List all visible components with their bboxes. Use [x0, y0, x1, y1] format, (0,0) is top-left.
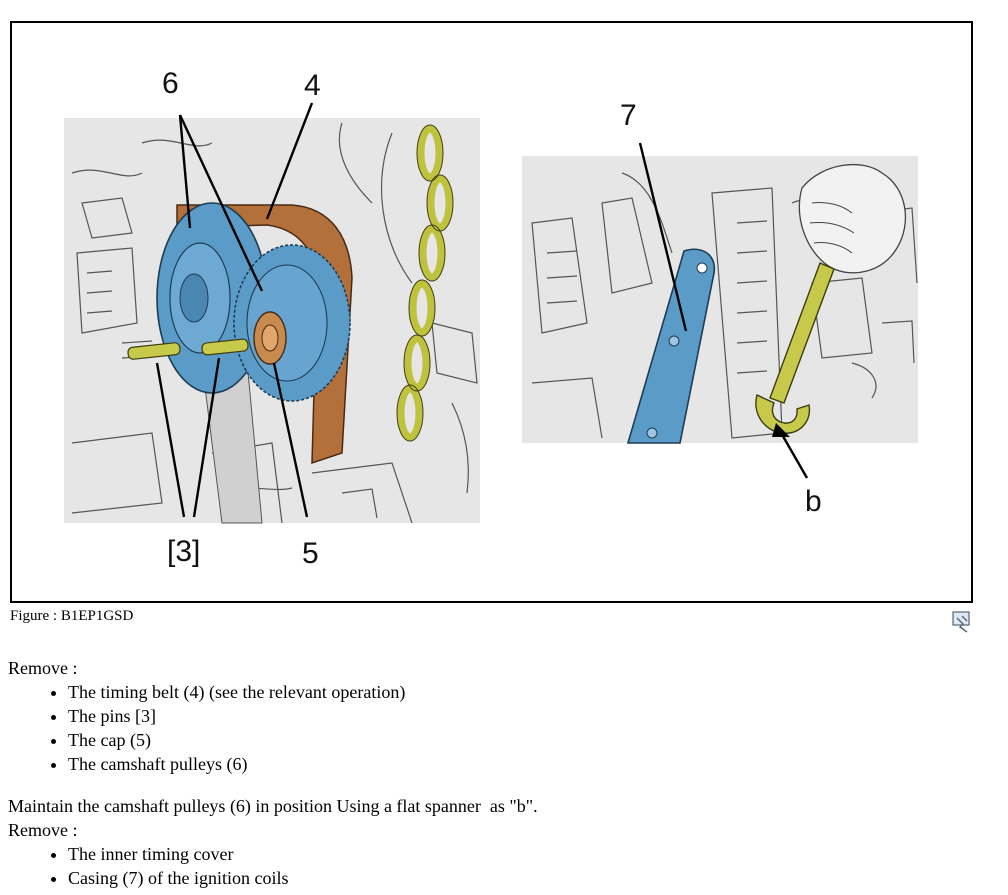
left-illustration: 6 4 [3] 5 [64, 67, 480, 570]
list-item: The cap (5) [68, 728, 988, 752]
callout-cap: 5 [302, 537, 319, 570]
list-item: The timing belt (4) (see the relevant op… [68, 680, 988, 704]
figure-caption: Figure : B1EP1GSD [10, 608, 134, 624]
callout-pins: [3] [167, 535, 200, 568]
list-item: The inner timing cover [68, 842, 988, 866]
step2-note: Maintain the camshaft pulleys (6) in pos… [8, 796, 538, 816]
list-item: Casing (7) of the ignition coils [68, 866, 988, 890]
step1-list: The timing belt (4) (see the relevant op… [8, 680, 988, 776]
step1-intro: Remove : [8, 658, 78, 678]
callout-timing-belt: 4 [304, 69, 321, 102]
figure-frame: 6 4 [3] 5 [10, 21, 973, 603]
right-illustration: 7 b [522, 99, 918, 518]
callout-camshaft-pulleys: 6 [162, 67, 179, 100]
callout-flat-spanner: b [805, 485, 822, 518]
step2-intro: Remove : [8, 820, 78, 840]
figure-illustration: 6 4 [3] 5 [64, 67, 918, 570]
step2-list: The inner timing cover Casing (7) of the… [8, 842, 988, 890]
instructions: Remove : The timing belt (4) (see the re… [8, 656, 988, 890]
pin-icon[interactable] [951, 610, 973, 634]
list-item: The pins [3] [68, 704, 988, 728]
list-item: The camshaft pulleys (6) [68, 752, 988, 776]
callout-casing: 7 [620, 99, 637, 132]
